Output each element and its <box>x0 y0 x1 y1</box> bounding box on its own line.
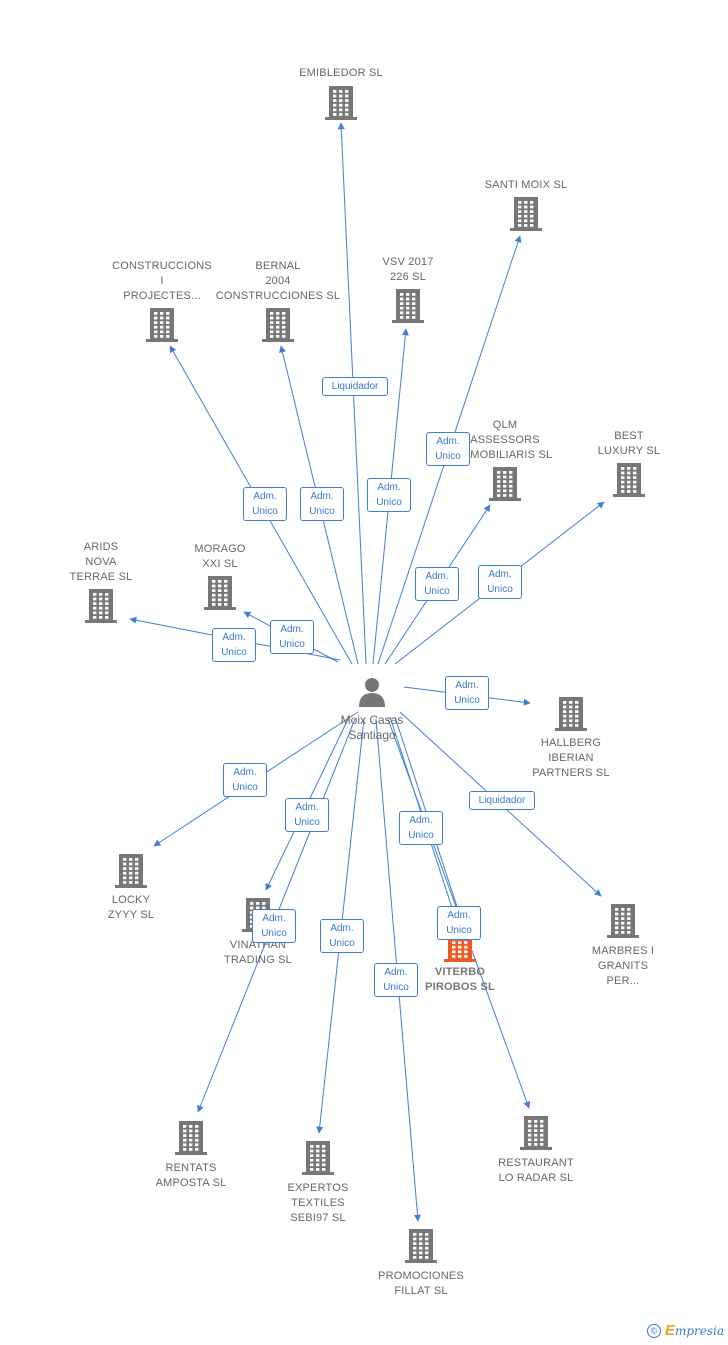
role-badge-rentats: Adm.Unico <box>252 909 296 943</box>
empresia-logo: Empresia <box>664 1322 724 1339</box>
company-label-vsv[interactable]: VSV 2017 226 SL <box>338 255 478 285</box>
company-name-line: LUXURY SL <box>597 445 661 457</box>
building-icon-marbres[interactable] <box>607 904 639 938</box>
company-label-construccions[interactable]: CONSTRUCCIONS I PROJECTES... <box>92 259 232 304</box>
company-label-morago[interactable]: MORAGO XXI SL <box>150 542 290 572</box>
footer-brand: © Empresia <box>646 1322 724 1339</box>
role-badge-promociones: Adm.Unico <box>374 963 418 997</box>
building-icon-bernal[interactable] <box>262 308 294 342</box>
company-name-line: SANTI MOIX SL <box>484 179 568 191</box>
building-icon-construccions[interactable] <box>146 308 178 342</box>
building-icon-vsv[interactable] <box>392 289 424 323</box>
company-label-expertos[interactable]: EXPERTOS TEXTILES SEBI97 SL <box>248 1181 388 1226</box>
company-label-rentats[interactable]: RENTATS AMPOSTA SL <box>121 1161 261 1191</box>
role-badge-qlm: Adm.Unico <box>415 567 459 601</box>
role-badge-viterbo: Adm.Unico <box>399 811 443 845</box>
company-name-line: MORAGO <box>194 543 246 555</box>
company-name-line: XXI SL <box>202 558 238 570</box>
company-name-line: CONSTRUCCIONS <box>112 260 212 272</box>
company-name-line: TRADING SL <box>223 954 292 966</box>
role-badge-construccions: Adm.Unico <box>243 487 287 521</box>
building-icon-restaurant[interactable] <box>520 1116 552 1150</box>
copyright-icon: © <box>646 1323 661 1338</box>
building-icon-arids[interactable] <box>85 589 117 623</box>
role-badge-emibledor: Liquidador <box>322 377 388 396</box>
role-badge-vsv: Adm.Unico <box>367 478 411 512</box>
company-label-emibledor[interactable]: EMIBLEDOR SL <box>271 66 411 81</box>
company-name-line: IBERIAN <box>548 752 594 764</box>
company-name-line: HALLBERG <box>540 737 602 749</box>
company-name-line: LO RADAR SL <box>498 1172 574 1184</box>
building-icon-qlm[interactable] <box>489 467 521 501</box>
building-icon-locky[interactable] <box>115 854 147 888</box>
company-name-line: ZYYY SL <box>107 909 155 921</box>
company-name-line: TEXTILES <box>291 1197 345 1209</box>
company-name-line: CONSTRUCCIONES SL <box>215 290 341 302</box>
company-name-line: VITERBO <box>434 966 486 978</box>
building-icon-santi-moix[interactable] <box>510 197 542 231</box>
company-name-line: BERNAL <box>255 260 301 272</box>
role-badge-locky: Adm.Unico <box>223 763 267 797</box>
company-name-line: PIROBOS SL <box>425 981 495 993</box>
person-icon[interactable] <box>359 678 385 707</box>
company-name-line: LOCKY <box>111 894 151 906</box>
role-badge-santi-moix: Adm.Unico <box>426 432 470 466</box>
company-name-line: ARIDS <box>83 541 119 553</box>
company-label-best-luxury[interactable]: BEST LUXURY SL <box>559 429 699 459</box>
company-name-line: I <box>160 275 164 287</box>
building-icon-promociones[interactable] <box>405 1229 437 1263</box>
company-name-line: MARBRES I <box>591 945 655 957</box>
company-name-line: PER... <box>606 975 640 987</box>
company-name-line: 226 SL <box>389 271 427 283</box>
role-badge-hallberg: Adm.Unico <box>445 676 489 710</box>
company-label-arids[interactable]: ARIDS NOVA TERRAE SL <box>31 540 171 585</box>
company-name-line: QLM <box>492 419 518 431</box>
person-name-line: Santiago <box>348 728 396 742</box>
company-name-line: 2004 <box>265 275 291 287</box>
role-badge-expertos: Adm.Unico <box>320 919 364 953</box>
company-name-line: IMMOBILIARIS SL <box>457 449 553 461</box>
company-name-line: GRANITS <box>597 960 649 972</box>
company-name-line: ASSESSORS <box>470 434 540 446</box>
company-name-line: AMPOSTA SL <box>155 1177 227 1189</box>
role-badge-marbres: Liquidador <box>469 791 535 810</box>
company-label-qlm[interactable]: QLM ASSESSORS IMMOBILIARIS SL <box>435 418 575 463</box>
company-name-line: NOVA <box>85 556 117 568</box>
company-label-promociones[interactable]: PROMOCIONES FILLAT SL <box>351 1269 491 1299</box>
building-icon-expertos[interactable] <box>302 1141 334 1175</box>
company-name-line: SEBI97 SL <box>290 1212 346 1224</box>
building-icon-hallberg[interactable] <box>555 697 587 731</box>
company-name-line: PARTNERS SL <box>532 767 610 779</box>
role-badge-arids: Adm.Unico <box>212 628 256 662</box>
building-icon-best-luxury[interactable] <box>613 463 645 497</box>
building-icon-emibledor[interactable] <box>325 86 357 120</box>
company-label-santi-moix[interactable]: SANTI MOIX SL <box>456 178 596 193</box>
company-name-line: TERRAE SL <box>69 571 133 583</box>
company-label-viterbo[interactable]: VITERBO PIROBOS SL <box>390 965 530 995</box>
company-name-line: RENTATS <box>165 1162 217 1174</box>
person-name-line: Moix Casas <box>340 713 404 727</box>
company-name-line: PROJECTES... <box>123 290 201 302</box>
company-name-line: EMIBLEDOR SL <box>299 67 383 79</box>
role-badge-best-luxury: Adm.Unico <box>478 565 522 599</box>
company-label-restaurant[interactable]: RESTAURANT LO RADAR SL <box>466 1156 606 1186</box>
company-name-line: VSV 2017 <box>382 256 434 268</box>
building-icon-morago[interactable] <box>204 576 236 610</box>
company-name-line: RESTAURANT <box>498 1157 574 1169</box>
company-name-line: FILLAT SL <box>394 1285 448 1297</box>
role-badge-morago: Adm.Unico <box>270 620 314 654</box>
building-icon-rentats[interactable] <box>175 1121 207 1155</box>
company-name-line: EXPERTOS <box>287 1182 349 1194</box>
company-label-marbres[interactable]: MARBRES I GRANITS PER... <box>553 944 693 989</box>
role-badge-vinathan: Adm.Unico <box>285 798 329 832</box>
role-badge-bernal: Adm.Unico <box>300 487 344 521</box>
company-name-line: BEST <box>614 430 644 442</box>
company-label-hallberg[interactable]: HALLBERG IBERIAN PARTNERS SL <box>501 736 641 781</box>
company-label-locky[interactable]: LOCKY ZYYY SL <box>61 893 201 923</box>
role-badge-viterbo: Adm.Unico <box>437 906 481 940</box>
company-name-line: PROMOCIONES <box>378 1270 464 1282</box>
